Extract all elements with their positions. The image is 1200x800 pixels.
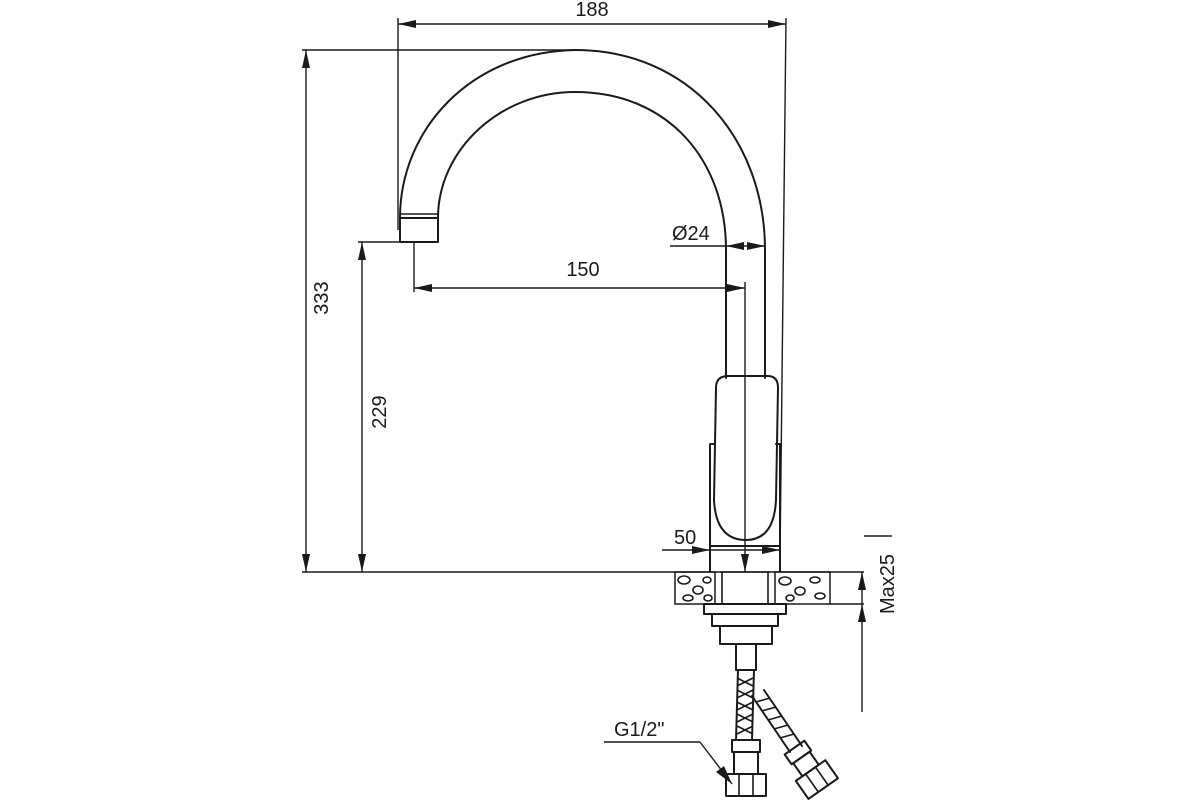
arrow-d24-left xyxy=(726,242,744,250)
dim-base-diameter: 50 xyxy=(662,527,780,554)
arrow-right-150 xyxy=(727,284,745,292)
arrow-left-150 xyxy=(414,284,432,292)
label-total-width: 188 xyxy=(575,0,608,21)
dim-total-height: 333 xyxy=(302,49,864,573)
countertop-section xyxy=(674,571,831,645)
leader-arrow xyxy=(716,766,732,784)
arrow-right-188 xyxy=(768,20,786,28)
hex-nut-1 xyxy=(725,773,767,797)
hose-angled-braid xyxy=(755,697,795,739)
spout-nozzle xyxy=(399,217,439,243)
hose-connector xyxy=(735,643,757,671)
hex-nut-2-facet-a xyxy=(805,773,819,793)
counter-hatch xyxy=(677,575,826,602)
arrow-50-left xyxy=(692,546,710,554)
faucet-outline xyxy=(399,49,781,573)
dim-spout-reach: 150 xyxy=(413,242,749,572)
hose-straight-braid xyxy=(736,677,754,735)
label-base-diameter: 50 xyxy=(674,527,696,549)
arrow-bottom-229 xyxy=(358,554,366,572)
fitting-angled xyxy=(783,739,839,800)
arrow-left-188 xyxy=(398,20,416,28)
hose-straight xyxy=(735,669,755,741)
fitting-collar-1 xyxy=(731,739,761,753)
label-thread: G1/2" xyxy=(614,719,664,741)
mounting-nut xyxy=(711,613,779,627)
arrow-d24-right xyxy=(747,242,765,250)
spout-outer-edge xyxy=(399,49,766,379)
ext-line-right xyxy=(779,17,787,561)
label-spout-reach: 150 xyxy=(566,259,599,281)
flexible-hoses xyxy=(725,643,839,800)
arrow-top-333 xyxy=(302,50,310,68)
leader-thread: G1/2" xyxy=(604,719,733,785)
arrow-bottom-333 xyxy=(302,554,310,572)
label-total-height: 333 xyxy=(311,281,333,314)
arrow-50-right xyxy=(762,546,780,554)
dim-max-counter: Max25 xyxy=(830,535,899,712)
arrow-max25-bottom xyxy=(858,604,866,622)
dim-total-width: 188 xyxy=(397,0,787,561)
label-tube-diameter: Ø24 xyxy=(672,223,710,245)
fitting-body-1 xyxy=(733,751,759,775)
hex-nut-2 xyxy=(794,759,839,800)
label-spout-height: 229 xyxy=(369,395,391,428)
hex-nut-2-facet-b xyxy=(814,766,829,786)
spout-inner-edge xyxy=(437,91,727,379)
dim-tube-diameter: Ø24 xyxy=(670,223,765,250)
arrow-top-229 xyxy=(358,242,366,260)
label-max-counter: Max25 xyxy=(877,554,899,614)
mounting-flange xyxy=(703,603,787,615)
lever-handle xyxy=(713,375,779,541)
mounting-shank xyxy=(719,625,773,645)
arrow-center-axis xyxy=(741,554,749,572)
hose-angled xyxy=(751,689,803,753)
arrow-max25-top xyxy=(858,572,866,590)
dim-spout-height: 229 xyxy=(358,241,400,572)
